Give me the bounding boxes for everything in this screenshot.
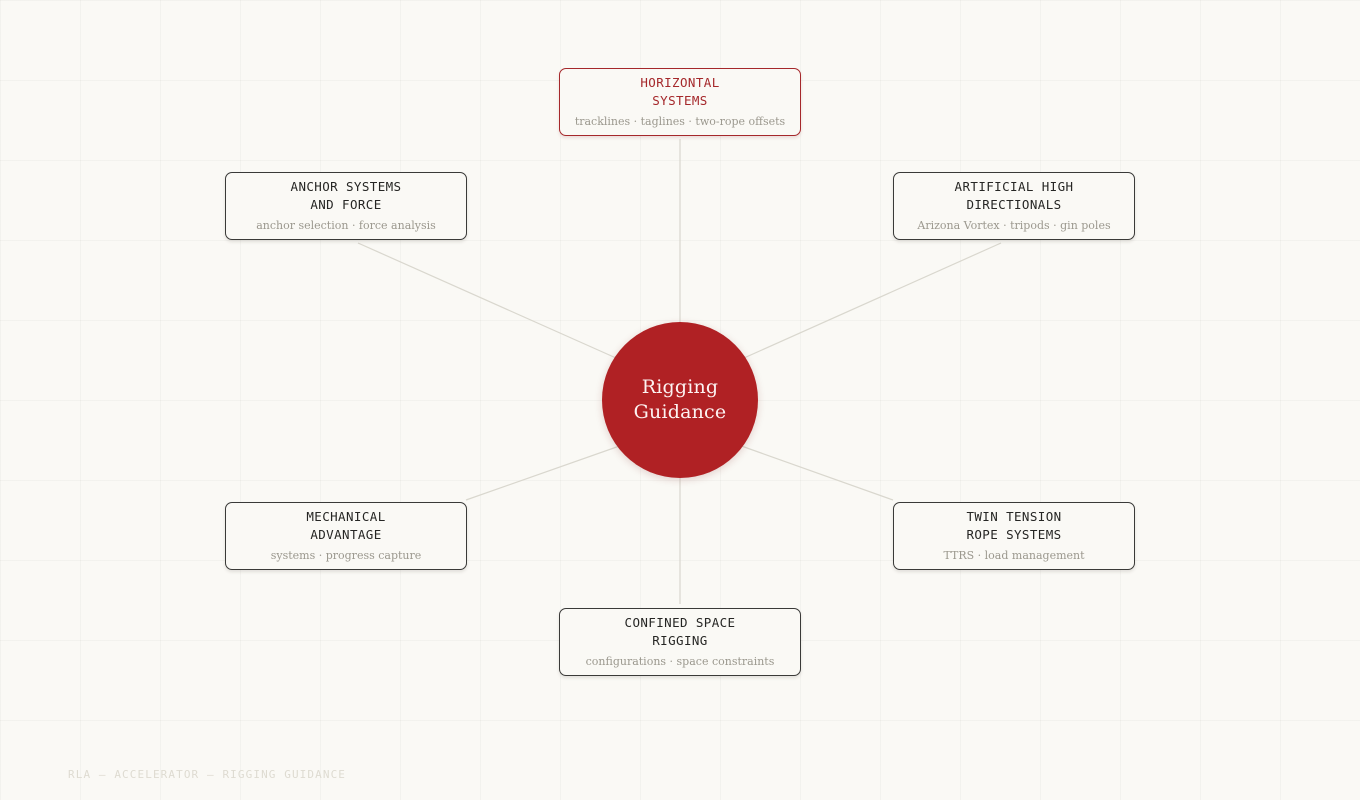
node-subtitle: configurations · space constraints [585, 654, 775, 668]
node-artificial-high-directionals[interactable]: ARTIFICIAL HIGH DIRECTIONALS Arizona Vor… [893, 172, 1135, 240]
node-confined-space-rigging[interactable]: CONFINED SPACE RIGGING configurations · … [559, 608, 801, 676]
connector-line-mechanical-advantage [465, 442, 629, 501]
node-subtitle: TTRS · load management [943, 548, 1085, 562]
node-title: ANCHOR SYSTEMS AND FORCE [290, 178, 402, 212]
node-subtitle: tracklines · taglines · two-rope offsets [574, 114, 786, 128]
node-subtitle: Arizona Vortex · tripods · gin poles [917, 218, 1111, 232]
node-title: TWIN TENSION ROPE SYSTEMS [966, 508, 1062, 542]
node-title: CONFINED SPACE RIGGING [624, 614, 736, 648]
footer-label: RLA — ACCELERATOR — RIGGING GUIDANCE [68, 768, 347, 781]
node-horizontal-systems[interactable]: HORIZONTAL SYSTEMS tracklines · taglines… [559, 68, 801, 136]
node-title: MECHANICAL ADVANTAGE [306, 508, 386, 542]
hub-label-line2: Guidance [633, 401, 727, 423]
hub-node[interactable]: Rigging Guidance [602, 322, 758, 478]
connector-line-twin-tension-rope-systems [732, 442, 894, 501]
node-anchor-systems-and-force[interactable]: ANCHOR SYSTEMS AND FORCE anchor selectio… [225, 172, 467, 240]
node-mechanical-advantage[interactable]: MECHANICAL ADVANTAGE systems · progress … [225, 502, 467, 570]
node-title: ARTIFICIAL HIGH DIRECTIONALS [954, 178, 1074, 212]
connector-line-anchor-systems-and-force [357, 242, 626, 363]
node-subtitle: systems · progress capture [270, 548, 422, 562]
node-subtitle: anchor selection · force analysis [256, 218, 436, 232]
hub-label-line1: Rigging [641, 376, 719, 398]
node-title: HORIZONTAL SYSTEMS [640, 74, 720, 108]
node-twin-tension-rope-systems[interactable]: TWIN TENSION ROPE SYSTEMS TTRS · load ma… [893, 502, 1135, 570]
connector-line-artificial-high-directionals [734, 242, 1002, 363]
